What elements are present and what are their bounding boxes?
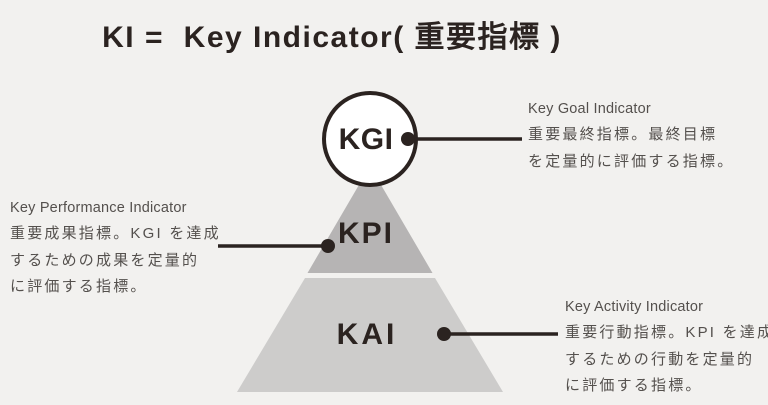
- kpi-triangle-shape: [307, 166, 433, 273]
- kgi-label: KGI: [338, 123, 394, 156]
- kgi-connector-dot: [401, 132, 415, 146]
- kpi-annotation-line: に評価する指標。: [10, 278, 148, 295]
- kpi-annotation-heading: Key Performance Indicator: [10, 200, 187, 216]
- kai-annotation: Key Activity Indicator 重要行動指標。KPI を達成 する…: [565, 294, 768, 400]
- kai-annotation-line: 重要行動指標。KPI を達成: [565, 324, 768, 341]
- kai-annotation-line: するための行動を定量的: [565, 350, 755, 368]
- kgi-annotation-line: を定量的に評価する指標。: [528, 152, 735, 170]
- kpi-annotation-line: 重要成果指標。KGI を達成: [10, 225, 221, 242]
- kai-trapezoid-shape: [237, 278, 503, 392]
- kgi-annotation-line: 重要最終指標。最終目標: [528, 126, 718, 143]
- kpi-annotation: Key Performance Indicator 重要成果指標。KGI を達成…: [10, 195, 221, 301]
- kai-annotation-heading: Key Activity Indicator: [565, 299, 704, 315]
- kgi-annotation: Key Goal Indicator 重要最終指標。最終目標 を定量的に評価する…: [528, 96, 734, 175]
- diagram-title: KI = Key Indicator( 重要指標 ): [102, 21, 562, 54]
- kai-annotation-line: に評価する指標。: [565, 377, 703, 394]
- kpi-annotation-line: するための成果を定量的: [10, 251, 200, 269]
- kgi-annotation-heading: Key Goal Indicator: [528, 101, 651, 117]
- kai-label: KAI: [336, 318, 398, 351]
- kai-connector-dot: [437, 327, 451, 341]
- kpi-label: KPI: [337, 217, 395, 250]
- kpi-connector-dot: [321, 239, 335, 253]
